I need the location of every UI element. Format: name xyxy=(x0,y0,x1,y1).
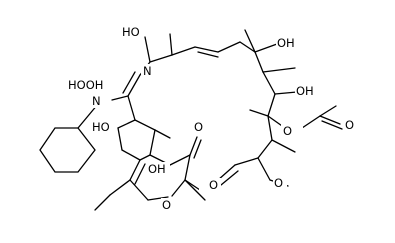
atom-label-n-imine: N xyxy=(143,64,152,78)
atom-labels: HO N HOOH N HO O OH O O OH OH O O O xyxy=(67,25,358,212)
atom-label-o-acetyl: O xyxy=(345,118,354,132)
atom-label-hooh: HOOH xyxy=(68,78,103,92)
atom-label-o-acetoxy: O xyxy=(283,124,292,138)
atom-label-o-methoxy: O xyxy=(274,176,283,190)
atom-label-o-ketone: O xyxy=(194,120,203,134)
atom-label-oh-top: HO xyxy=(122,25,140,39)
bond-layer xyxy=(39,29,343,211)
atom-label-ho-left: HO xyxy=(92,120,110,134)
atom-label-oh-right-top: OH xyxy=(277,36,295,50)
atom-label-o-ether: O xyxy=(209,178,218,192)
atom-label-n-hn: N xyxy=(92,94,101,108)
atom-label-oh-right-mid: OH xyxy=(296,84,314,98)
cyclohexane-ring xyxy=(39,127,96,173)
atom-label-oh-mid: OH xyxy=(148,162,166,176)
atom-label-o-ring: O xyxy=(162,198,171,212)
